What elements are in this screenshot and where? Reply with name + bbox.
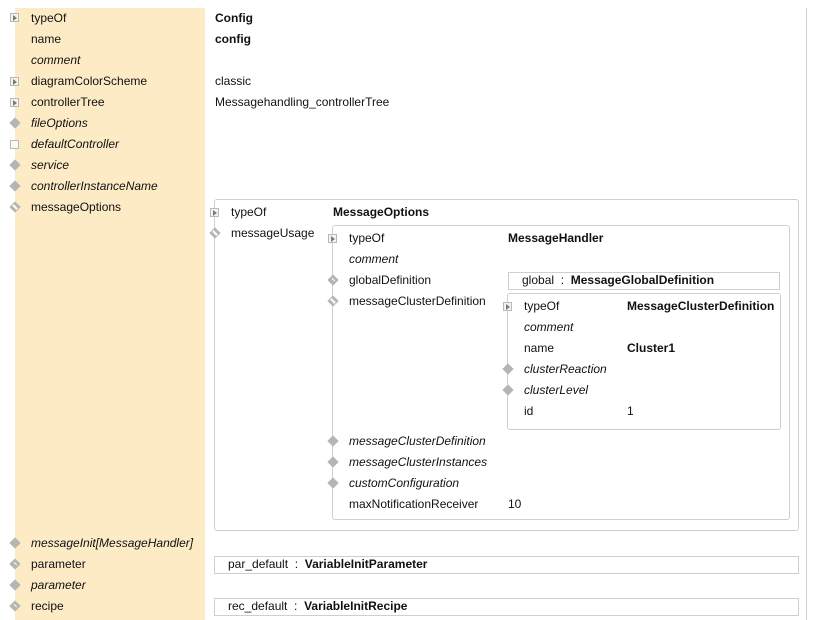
key-label: messageUsage	[231, 226, 315, 240]
key-label: controllerTree	[31, 95, 105, 109]
parameter-ref[interactable]: par_default : VariableInitParameter	[214, 556, 799, 574]
ref-name: par_default	[228, 557, 289, 571]
expand-icon[interactable]	[210, 208, 219, 217]
value-text[interactable]: Messagehandling_controllerTree	[215, 95, 390, 109]
value-text[interactable]: classic	[215, 74, 252, 88]
recipe-ref[interactable]: rec_default : VariableInitRecipe	[214, 598, 799, 616]
value-text[interactable]: 10	[508, 497, 522, 511]
key-label: typeOf	[31, 11, 67, 25]
key-label: maxNotificationReceiver	[349, 497, 479, 511]
key-label: messageInit[MessageHandler]	[31, 536, 194, 550]
expand-icon[interactable]	[10, 98, 19, 107]
key-label: typeOf	[524, 299, 560, 313]
key-label: recipe	[31, 599, 64, 613]
value-text[interactable]: config	[215, 32, 251, 46]
key-label: name	[31, 32, 62, 46]
key-label: name	[524, 341, 555, 355]
value-text[interactable]: 1	[627, 404, 634, 418]
key-label: typeOf	[349, 231, 385, 245]
ref-type: VariableInitParameter	[304, 557, 428, 571]
key-label: comment	[31, 53, 81, 67]
key-label: typeOf	[231, 205, 267, 219]
checkbox-icon[interactable]	[10, 140, 19, 149]
value-text[interactable]: MessageHandler	[508, 231, 604, 245]
value-text[interactable]: Cluster1	[627, 341, 676, 355]
key-label: parameter	[31, 578, 86, 592]
key-label: globalDefinition	[349, 273, 432, 287]
key-label: messageClusterDefinition	[349, 434, 486, 448]
expand-icon[interactable]	[503, 302, 512, 311]
key-label: clusterReaction	[524, 362, 607, 376]
key-label: customConfiguration	[349, 476, 460, 490]
expand-icon[interactable]	[10, 13, 19, 22]
key-label: messageClusterInstances	[349, 455, 488, 469]
value-text[interactable]: Config	[215, 11, 253, 25]
key-label: diagramColorScheme	[31, 74, 148, 88]
key-label: controllerInstanceName	[31, 179, 158, 193]
key-label: comment	[524, 320, 574, 334]
cluster-definition-panel	[507, 293, 781, 430]
key-label: comment	[349, 252, 399, 266]
key-label: fileOptions	[31, 116, 88, 130]
value-text[interactable]: MessageClusterDefinition	[627, 299, 775, 313]
key-label: messageOptions	[31, 200, 122, 214]
key-label: service	[31, 158, 70, 172]
expand-icon[interactable]	[10, 77, 19, 86]
ref-type: MessageGlobalDefinition	[570, 273, 715, 287]
editor-right-border	[806, 8, 807, 620]
key-label: defaultController	[31, 137, 120, 151]
ref-name: global	[522, 273, 555, 287]
expand-icon[interactable]	[328, 234, 337, 243]
key-column-background	[15, 8, 205, 620]
key-label: messageClusterDefinition	[349, 294, 486, 308]
ref-separator: :	[290, 599, 301, 613]
ref-name: rec_default	[228, 599, 288, 613]
key-label: parameter	[31, 557, 86, 571]
value-text[interactable]: MessageOptions	[333, 205, 430, 219]
ref-separator: :	[557, 273, 568, 287]
ref-separator: :	[291, 557, 302, 571]
key-label: id	[524, 404, 534, 418]
global-definition-ref[interactable]: global : MessageGlobalDefinition	[508, 272, 780, 290]
key-label: clusterLevel	[524, 383, 589, 397]
ref-type: VariableInitRecipe	[304, 599, 408, 613]
